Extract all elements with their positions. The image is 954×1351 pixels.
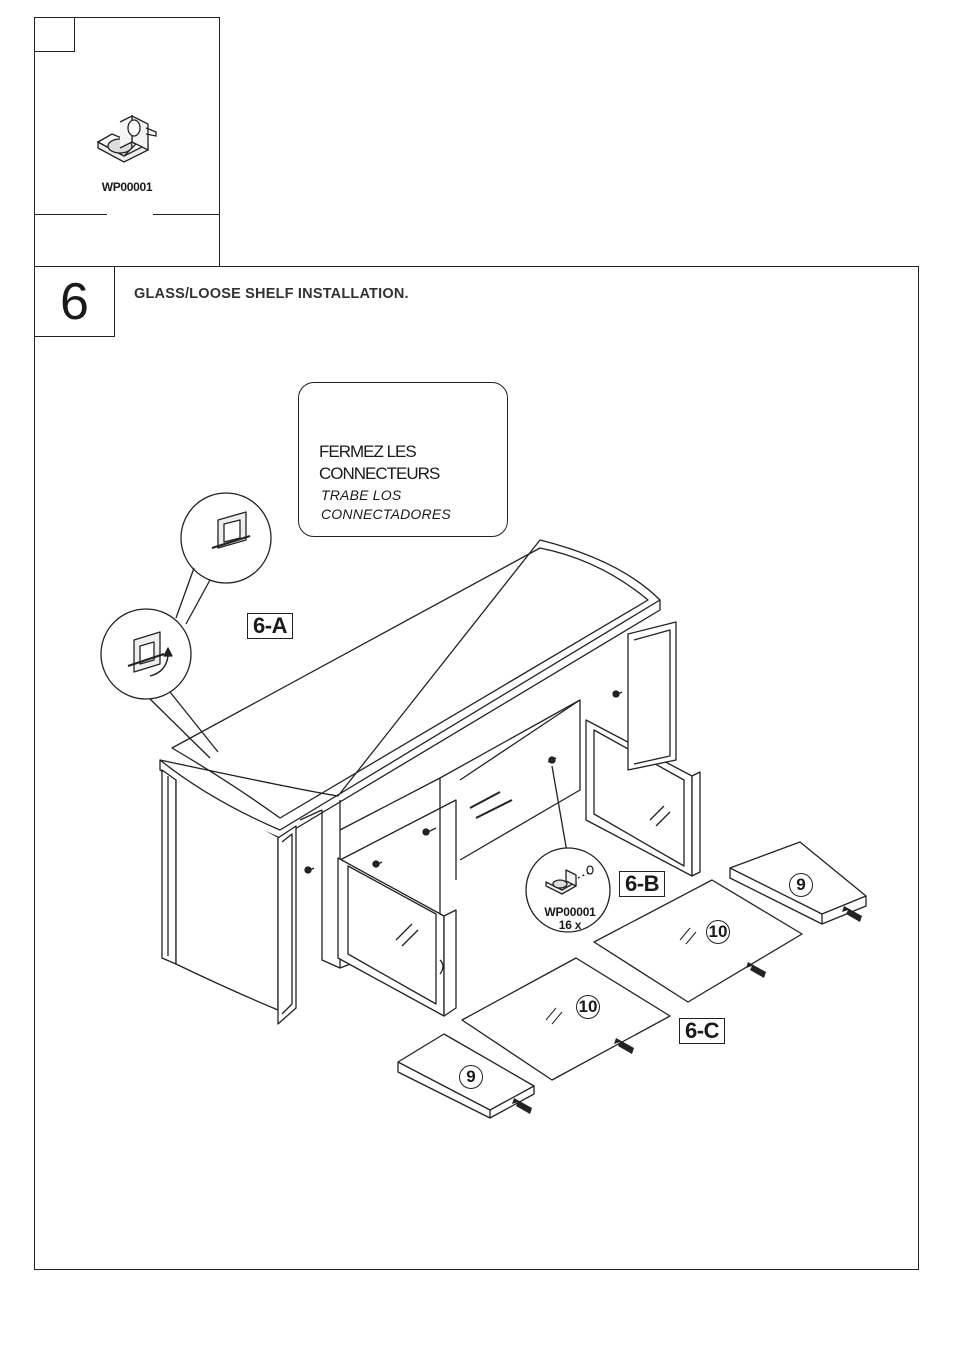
zoom-quantity: 16 x [558,918,582,932]
part-code: WP00001 [101,180,153,194]
callout-french-line2: CONNECTEURS [319,464,440,483]
label-6b: 6-B [619,871,665,897]
step-title: GLASS/LOOSE SHELF INSTALLATION. [134,286,409,302]
callout-french: FERMEZ LES CONNECTEURS [319,441,489,485]
shelf-number-9-left: 9 [459,1065,483,1089]
label-6c: 6-C [679,1018,725,1044]
shelf-number-10-right: 10 [706,920,730,944]
callout-spanish-line1: TRABE LOS [321,487,402,503]
zoom-part-code: WP00001 [544,905,596,919]
label-6a: 6-A [247,613,293,639]
callout-spanish: TRABE LOS CONNECTADORES [321,486,491,524]
shelf-connector-icon [96,114,157,163]
shelf-number-10-left: 10 [576,995,600,1019]
parts-corner-box [35,18,75,52]
shelf-connector-icon [545,869,577,895]
callout-box: FERMEZ LES CONNECTEURS TRABE LOS CONNECT… [298,382,508,537]
parts-divider-gap [107,210,153,218]
callout-spanish-line2: CONNECTADORES [321,506,451,522]
callout-french-line1: FERMEZ LES [319,442,417,461]
insert-arrow-icon [512,906,862,1114]
shelf-number-9-right: 9 [789,873,813,897]
rotate-arrow-icon [149,655,169,677]
step-number: 6 [35,267,115,337]
parts-box: WP00001 [34,17,220,267]
step-frame: 6 GLASS/LOOSE SHELF INSTALLATION. [34,266,919,1270]
